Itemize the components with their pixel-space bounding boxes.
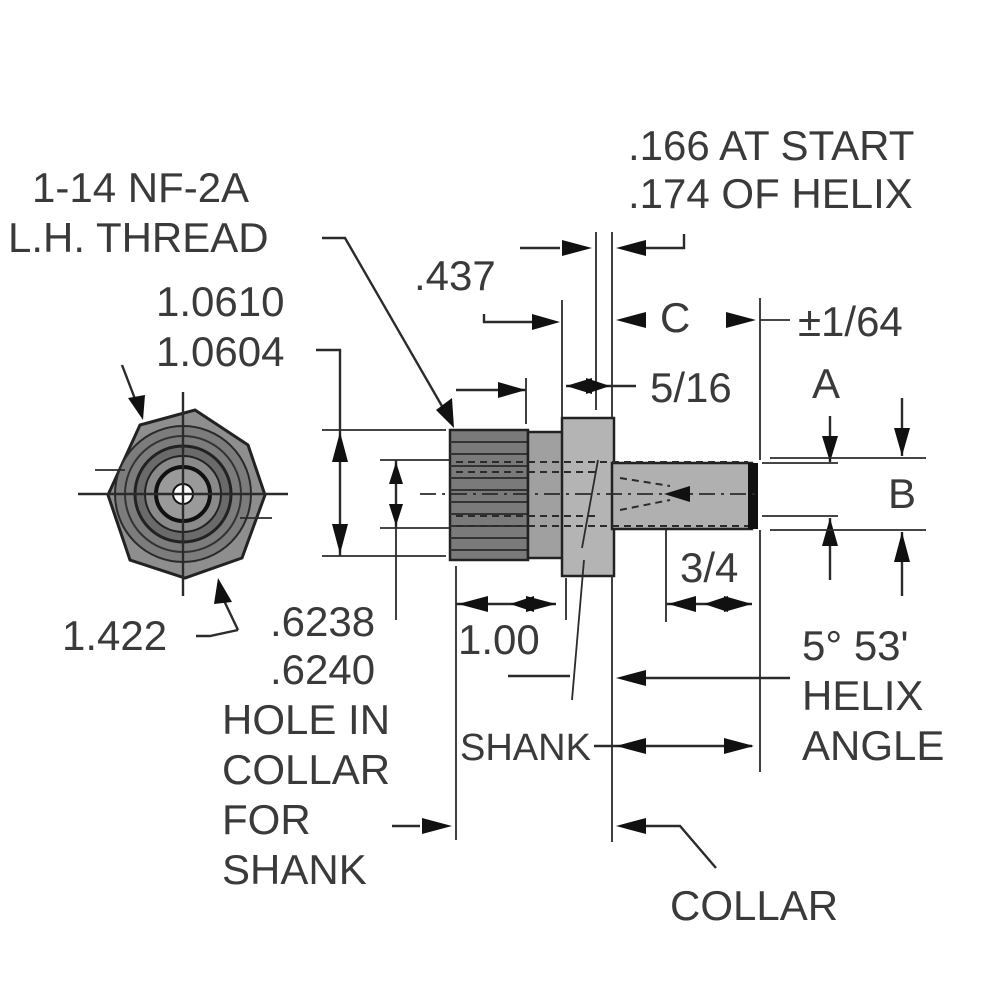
- label-dia-upper: 1.0610: [156, 278, 284, 325]
- label-hole-line2: COLLAR: [222, 746, 390, 793]
- label-helix-angle-value: 5° 53': [802, 622, 909, 669]
- arrowhead: [894, 428, 910, 456]
- arrowhead: [510, 596, 534, 612]
- label-helix-of: .174 OF HELIX: [628, 170, 913, 217]
- arrowhead: [616, 240, 646, 256]
- label-dia-lower: 1.0604: [156, 328, 284, 375]
- arrowhead: [532, 314, 560, 330]
- label-dim-c: C: [660, 294, 690, 341]
- arrowhead: [214, 578, 232, 604]
- leader-1422-tail: [196, 628, 239, 638]
- dim-1061-leader: [316, 348, 342, 430]
- label-helix-start: .166 AT START: [628, 122, 914, 169]
- arrowhead: [616, 312, 646, 328]
- label-hole-lower: .6240: [270, 646, 375, 693]
- arrowhead: [498, 382, 526, 398]
- threaded-body: [448, 428, 530, 562]
- shank-end: [748, 463, 758, 529]
- label-dim-a: A: [812, 360, 840, 407]
- arrowhead: [562, 240, 592, 256]
- thread-leader: [322, 236, 452, 421]
- label-hole-line1: HOLE IN: [222, 696, 390, 743]
- collar-flange: [560, 416, 616, 578]
- label-dim-5-16: 5/16: [650, 364, 732, 411]
- arrowhead: [436, 398, 454, 428]
- label-hole-line3: FOR: [222, 796, 311, 843]
- arrowhead: [332, 524, 348, 554]
- label-hole-upper: .6238: [270, 598, 375, 645]
- label-tolerance: ±1/64: [798, 298, 903, 345]
- arrowhead: [822, 436, 838, 462]
- arrowhead: [332, 432, 348, 462]
- arrowhead: [704, 596, 728, 612]
- label-hole-line4: SHANK: [222, 846, 367, 893]
- arrowhead: [668, 596, 696, 612]
- arrowhead: [389, 462, 403, 484]
- arrowhead: [616, 670, 646, 686]
- arrowhead: [422, 818, 452, 834]
- arrowhead: [616, 818, 646, 834]
- arrowhead: [616, 738, 646, 754]
- label-dim-100: 1.00: [458, 616, 540, 663]
- arrowhead: [458, 596, 488, 612]
- label-dim-3-4: 3/4: [680, 544, 738, 591]
- helix-slant: [581, 459, 599, 549]
- arrowhead: [389, 504, 403, 526]
- arrowhead: [822, 518, 838, 546]
- arrowhead: [586, 378, 610, 394]
- label-thread-spec: 1-14 NF-2A: [32, 164, 249, 211]
- end-view: [78, 364, 288, 638]
- label-collar: COLLAR: [670, 882, 838, 929]
- label-dim-437: .437: [414, 252, 496, 299]
- helix-start-leader: [646, 234, 686, 250]
- labels: .166 AT START .174 OF HELIX 1-14 NF-2A L…: [8, 122, 944, 929]
- arrowhead: [726, 312, 756, 328]
- dim-437-line-lower: [482, 314, 532, 324]
- label-angle-word: ANGLE: [802, 722, 944, 769]
- shank-slant: [571, 559, 585, 701]
- side-view: [420, 416, 760, 578]
- arrowhead: [724, 738, 754, 754]
- arrowhead: [128, 395, 145, 420]
- label-shank: SHANK: [460, 727, 591, 769]
- dimension-lines: [316, 232, 926, 869]
- arrowhead: [664, 486, 690, 502]
- label-dim-1422: 1.422: [62, 612, 167, 659]
- arrowhead: [894, 532, 910, 562]
- label-helix-word: HELIX: [802, 672, 923, 719]
- collar-leader: [646, 824, 717, 869]
- relief-body: [526, 430, 566, 560]
- hidden-lines: [456, 461, 748, 527]
- label-thread-type: L.H. THREAD: [8, 214, 269, 261]
- arrowhead: [566, 378, 592, 394]
- arrowhead: [724, 596, 752, 612]
- label-dim-b: B: [888, 470, 916, 517]
